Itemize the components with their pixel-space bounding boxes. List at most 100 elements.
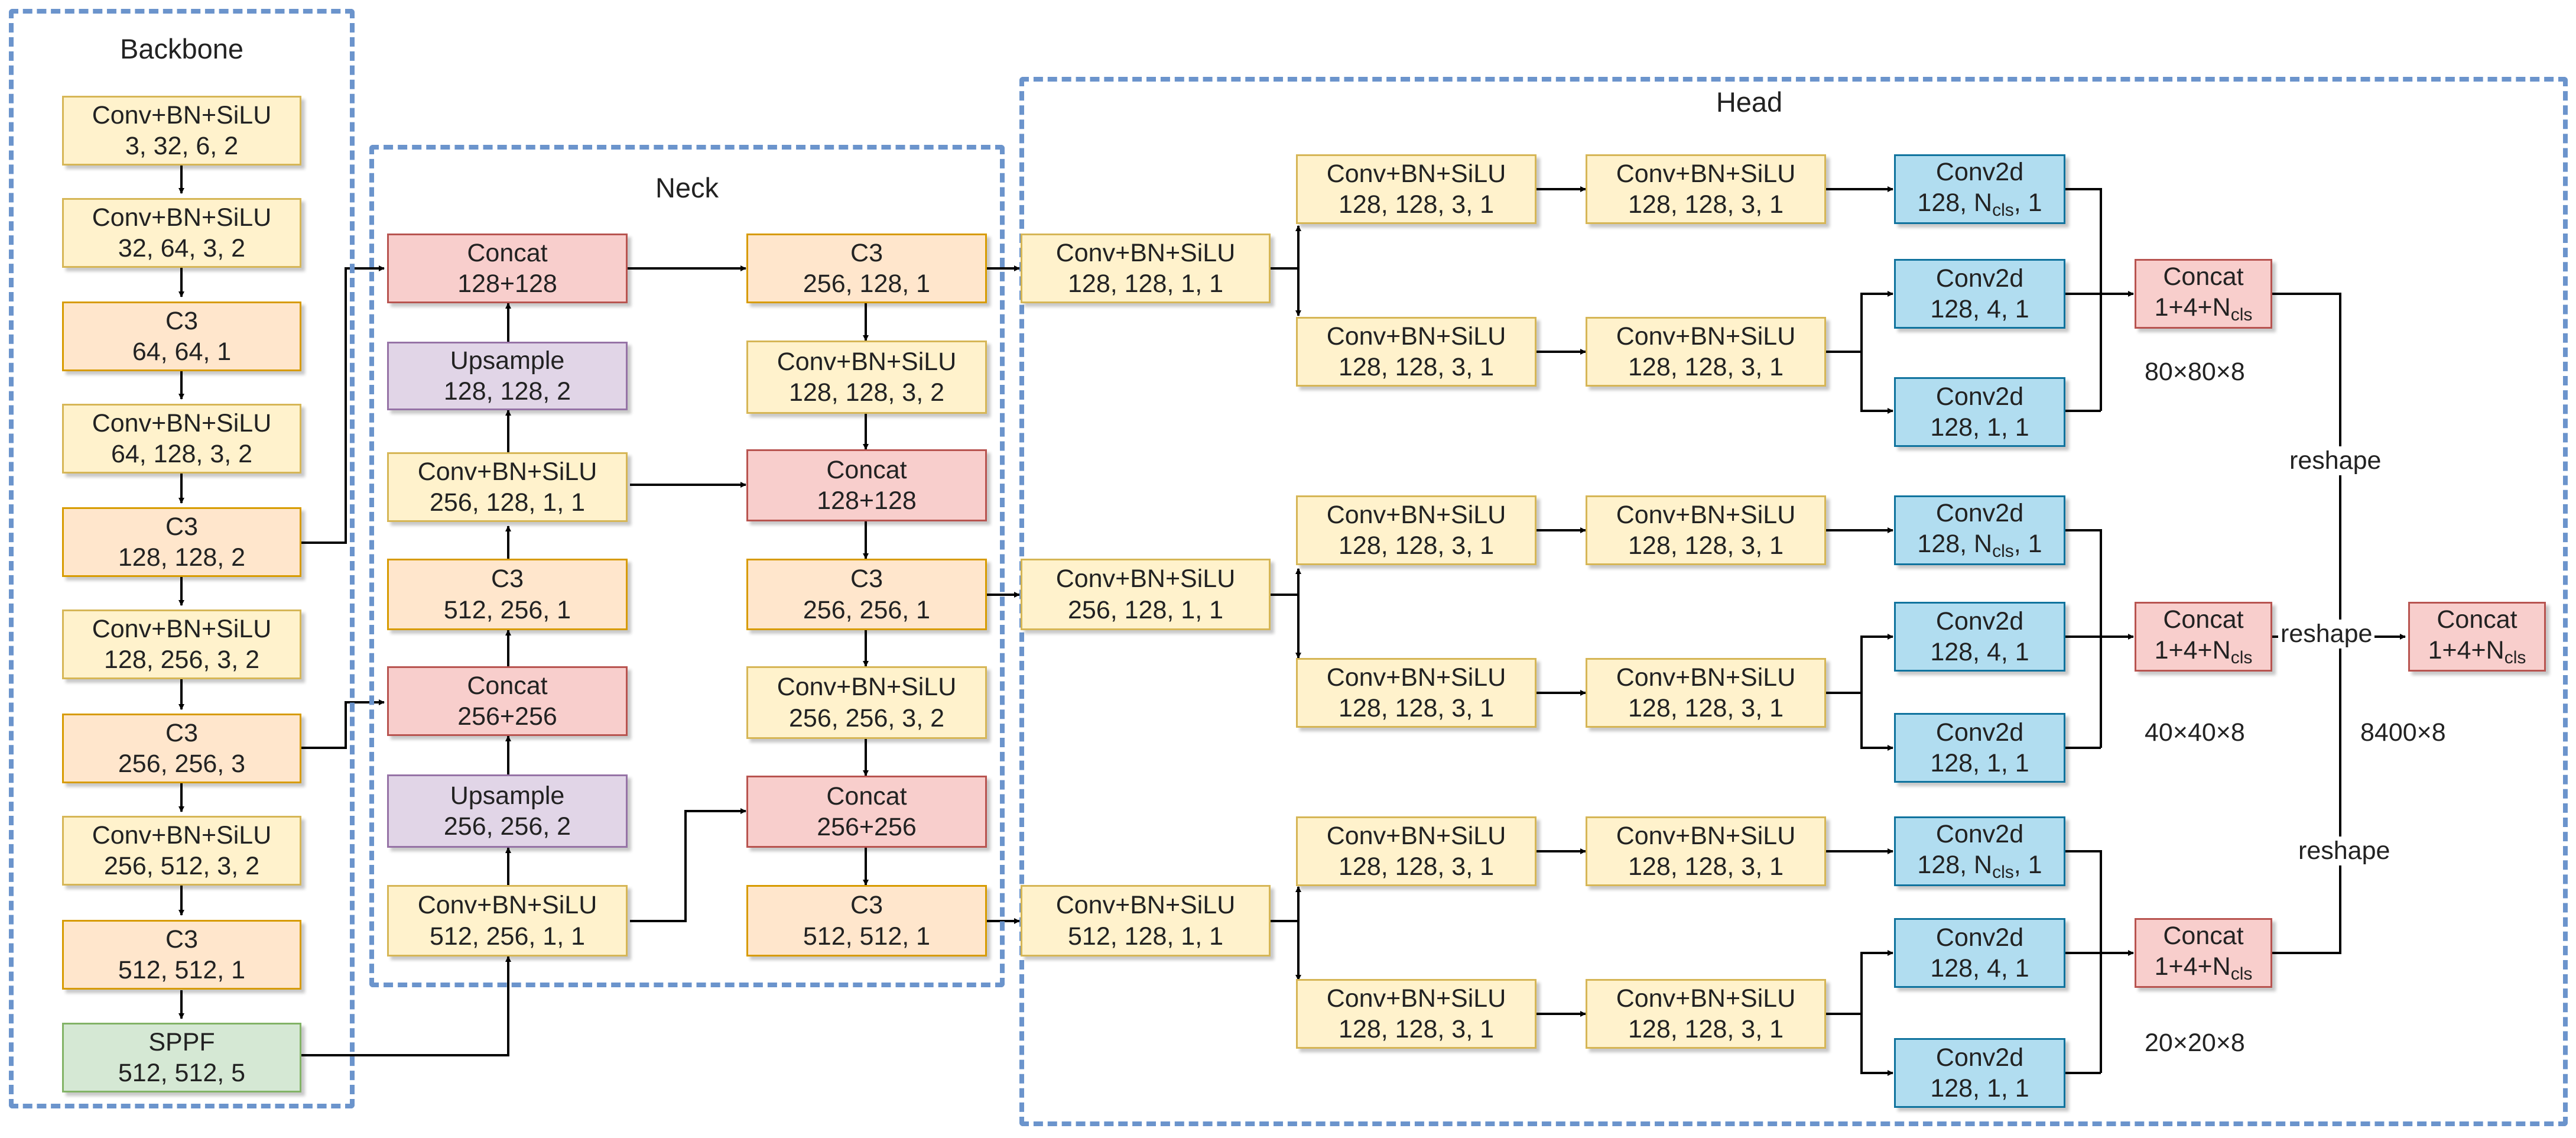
- neck-c3-right-2[interactable]: C3 256, 256, 1: [746, 559, 987, 630]
- backbone-c3-1[interactable]: C3 64, 64, 1: [62, 301, 301, 371]
- head2-cls-conv2d[interactable]: Conv2d 128, Ncls, 1: [1894, 495, 2065, 565]
- node-params: 64, 128, 3, 2: [111, 440, 253, 468]
- head2-box-conv2d[interactable]: Conv2d 128, 4, 1: [1894, 602, 2065, 672]
- head2-cls-conv-b[interactable]: Conv+BN+SiLU 128, 128, 3, 1: [1586, 495, 1826, 565]
- head1-cls-conv2d[interactable]: Conv2d 128, Ncls, 1: [1894, 154, 2065, 224]
- concat-sub: cls: [2230, 964, 2253, 984]
- node-params: 128, 128, 3, 1: [1339, 353, 1494, 381]
- node-type: Conv+BN+SiLU: [1326, 322, 1506, 351]
- node-type: Conv+BN+SiLU: [777, 673, 957, 702]
- backbone-conv-2[interactable]: Conv+BN+SiLU 32, 64, 3, 2: [62, 198, 301, 268]
- cls-params-sub: cls: [1992, 863, 2014, 883]
- neck-conv-right-2[interactable]: Conv+BN+SiLU 256, 256, 3, 2: [746, 666, 987, 739]
- node-params: 512, 512, 1: [118, 956, 246, 984]
- node-params: 512, 512, 1: [803, 922, 931, 951]
- neck-upsample-2[interactable]: Upsample 256, 256, 2: [387, 774, 628, 848]
- node-type: SPPF: [148, 1027, 215, 1056]
- backbone-conv-4[interactable]: Conv+BN+SiLU 128, 256, 3, 2: [62, 609, 301, 679]
- head3-reg-conv-b[interactable]: Conv+BN+SiLU 128, 128, 3, 1: [1586, 979, 1826, 1049]
- node-params: 1+4+Ncls: [2155, 635, 2253, 669]
- node-params: 256, 512, 3, 2: [104, 852, 259, 880]
- neck-conv-1[interactable]: Conv+BN+SiLU 256, 128, 1, 1: [387, 452, 628, 522]
- backbone-c3-2[interactable]: C3 128, 128, 2: [62, 507, 301, 577]
- head2-concat[interactable]: Concat 1+4+Ncls: [2135, 602, 2272, 672]
- node-params: 128, 128, 3, 1: [1339, 694, 1494, 722]
- head2-reg-conv-b[interactable]: Conv+BN+SiLU 128, 128, 3, 1: [1586, 658, 1826, 728]
- reshape-label-bottom: reshape: [2296, 837, 2393, 865]
- backbone-conv-5[interactable]: Conv+BN+SiLU 256, 512, 3, 2: [62, 816, 301, 886]
- final-concat[interactable]: Concat 1+4+Ncls: [2408, 602, 2546, 672]
- node-type: Conv+BN+SiLU: [1055, 565, 1236, 594]
- node-type: Conv+BN+SiLU: [1326, 984, 1506, 1013]
- neck-upsample-1[interactable]: Upsample 128, 128, 2: [387, 342, 628, 410]
- neck-concat-1[interactable]: Concat 128+128: [387, 234, 628, 303]
- node-params: 128, 1, 1: [1930, 413, 2029, 442]
- backbone-conv-1[interactable]: Conv+BN+SiLU 3, 32, 6, 2: [62, 96, 301, 166]
- neck-conv-right-1[interactable]: Conv+BN+SiLU 128, 128, 3, 2: [746, 341, 987, 414]
- node-type: C3: [850, 565, 883, 594]
- node-type: C3: [165, 718, 198, 747]
- concat-sub: cls: [2230, 305, 2253, 325]
- final-concat-prefix: 1+4+N: [2428, 636, 2504, 665]
- head1-concat[interactable]: Concat 1+4+Ncls: [2135, 259, 2272, 329]
- node-params: 256, 256, 1: [803, 595, 931, 624]
- head2-reg-conv-a[interactable]: Conv+BN+SiLU 128, 128, 3, 1: [1296, 658, 1536, 728]
- head2-shape-label: 40×40×8: [2142, 718, 2247, 747]
- head1-reg-conv-b[interactable]: Conv+BN+SiLU 128, 128, 3, 1: [1586, 317, 1826, 387]
- neck-conv-2[interactable]: Conv+BN+SiLU 512, 256, 1, 1: [387, 885, 628, 957]
- node-type: Concat: [467, 671, 548, 700]
- node-type: Concat: [2163, 921, 2244, 950]
- head-stem-3[interactable]: Conv+BN+SiLU 512, 128, 1, 1: [1021, 885, 1271, 957]
- head2-obj-conv2d[interactable]: Conv2d 128, 1, 1: [1894, 713, 2065, 783]
- node-params: 1+4+Ncls: [2155, 292, 2253, 326]
- node-params: 128, 128, 3, 1: [1628, 694, 1784, 722]
- head3-reg-conv-a[interactable]: Conv+BN+SiLU 128, 128, 3, 1: [1296, 979, 1536, 1049]
- node-params: 128, 128, 3, 1: [1339, 531, 1494, 560]
- backbone-sppf[interactable]: SPPF 512, 512, 5: [62, 1023, 301, 1092]
- neck-concat-2[interactable]: Concat 256+256: [387, 666, 628, 736]
- head2-cls-conv-a[interactable]: Conv+BN+SiLU 128, 128, 3, 1: [1296, 495, 1536, 565]
- node-type: Conv+BN+SiLU: [92, 408, 272, 437]
- backbone-conv-3[interactable]: Conv+BN+SiLU 64, 128, 3, 2: [62, 404, 301, 474]
- head3-concat[interactable]: Concat 1+4+Ncls: [2135, 918, 2272, 988]
- node-params: 256, 256, 3, 2: [789, 703, 944, 732]
- backbone-c3-4[interactable]: C3 512, 512, 1: [62, 920, 301, 990]
- neck-c3-right-3[interactable]: C3 512, 512, 1: [746, 885, 987, 957]
- node-params: 128, 128, 2: [443, 377, 571, 406]
- head1-box-conv2d[interactable]: Conv2d 128, 4, 1: [1894, 259, 2065, 329]
- neck-concat-right-2[interactable]: Concat 256+256: [746, 776, 987, 848]
- node-type: Conv2d: [1935, 819, 2024, 848]
- node-params: 1+4+Ncls: [2155, 951, 2253, 985]
- arrow-h1-box: [1826, 291, 1893, 353]
- arrow-h3-box: [1826, 950, 1893, 1015]
- head3-cls-conv2d[interactable]: Conv2d 128, Ncls, 1: [1894, 816, 2065, 886]
- node-params: 128, 128, 3, 1: [1628, 353, 1784, 381]
- head1-cls-conv-b[interactable]: Conv+BN+SiLU 128, 128, 3, 1: [1586, 154, 1826, 224]
- node-params: 3, 32, 6, 2: [125, 132, 239, 160]
- head-stem-2[interactable]: Conv+BN+SiLU 256, 128, 1, 1: [1021, 559, 1271, 630]
- head1-cls-conv-a[interactable]: Conv+BN+SiLU 128, 128, 3, 1: [1296, 154, 1536, 224]
- head1-reg-conv-a[interactable]: Conv+BN+SiLU 128, 128, 3, 1: [1296, 317, 1536, 387]
- node-type: Conv+BN+SiLU: [92, 614, 272, 643]
- node-params: 256, 128, 1, 1: [430, 488, 585, 517]
- node-type: Concat: [2163, 262, 2244, 291]
- node-type: Conv2d: [1935, 382, 2024, 411]
- node-type: C3: [165, 512, 198, 541]
- cls-params-suffix: , 1: [2013, 530, 2042, 559]
- neck-concat-right-1[interactable]: Concat 128+128: [746, 449, 987, 521]
- node-type: Concat: [826, 455, 907, 484]
- node-type: C3: [491, 565, 524, 594]
- node-params: 128+128: [817, 487, 917, 515]
- head3-box-conv2d[interactable]: Conv2d 128, 4, 1: [1894, 918, 2065, 988]
- backbone-c3-3[interactable]: C3 256, 256, 3: [62, 714, 301, 783]
- head3-cls-conv-a[interactable]: Conv+BN+SiLU 128, 128, 3, 1: [1296, 816, 1536, 886]
- node-type: Conv+BN+SiLU: [1326, 500, 1506, 529]
- head-stem-1[interactable]: Conv+BN+SiLU 128, 128, 1, 1: [1021, 234, 1271, 303]
- head3-obj-conv2d[interactable]: Conv2d 128, 1, 1: [1894, 1038, 2065, 1108]
- head1-obj-conv2d[interactable]: Conv2d 128, 1, 1: [1894, 377, 2065, 447]
- head3-cls-conv-b[interactable]: Conv+BN+SiLU 128, 128, 3, 1: [1586, 816, 1826, 886]
- neck-c3-left[interactable]: C3 512, 256, 1: [387, 559, 628, 630]
- arrow-h1-obj: [1860, 352, 1893, 414]
- backbone-group: [9, 9, 355, 1108]
- neck-c3-right-1[interactable]: C3 256, 128, 1: [746, 234, 987, 303]
